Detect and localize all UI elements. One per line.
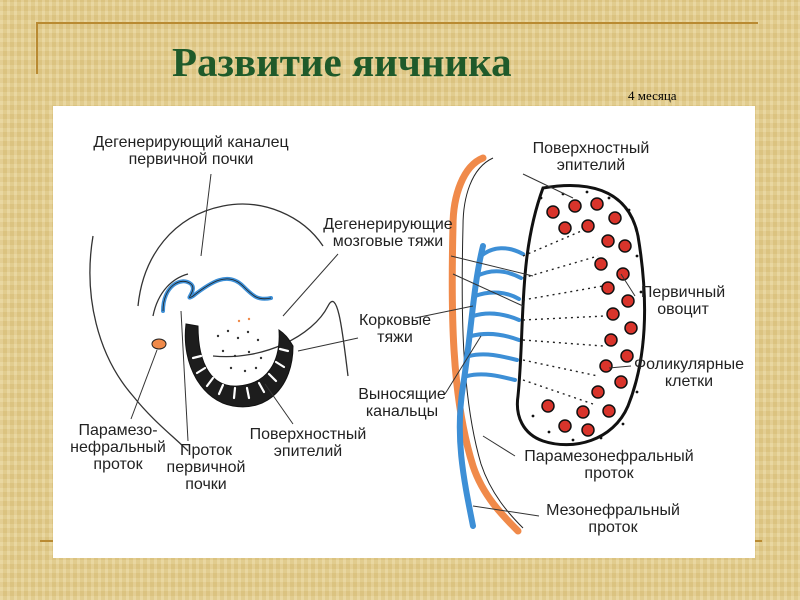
label-follicular-cells: Фоликулярные клетки [634,356,744,390]
ovary-development-diagram [89,154,647,535]
label-paramesonephric-duct-right: Парамезонефральный проток [524,448,694,482]
gonad-cup [184,323,294,408]
frame-left-line [36,22,38,74]
label-cortical-cords: Корковые тяжи [358,312,432,346]
degenerating-tubule-path [161,276,273,313]
leader-lines-left [130,173,359,442]
primary-oocytes [541,197,638,437]
mesentery-outline [137,203,324,307]
label-degenerating-medullary-cords: Дегенерирующие мозговые тяжи [323,216,453,250]
label-mesonephric-duct: Мезонефральный проток [546,502,680,536]
slide-subtitle: 4 месяца [628,88,677,103]
label-paramesonephric-duct-left: Парамезо- нефральный проток [70,422,166,473]
leader-lines-right [414,173,636,517]
label-primary-kidney-duct: Проток первичной почки [166,442,246,493]
diagram-panel: Дегенерирующий каналец первичной почки П… [53,106,755,558]
paramesonephric-duct-outline [461,157,524,529]
paramesonephric-duct-right [448,154,522,535]
left-cross-section [89,203,349,452]
cortical-cords-left [191,347,290,400]
mesonephric-duct-right [456,243,486,529]
inner-contour [212,300,349,377]
label-degenerating-tubule: Дегенерирующий каналец первичной почки [93,134,289,168]
paramesonephric-duct-cross-section [151,338,167,350]
label-surface-epithelium-right: Поверхностный эпителий [532,140,650,174]
label-primary-oocyte: Первичный овоцит [640,284,726,318]
body-wall-outline [89,235,189,452]
label-efferent-ductules: Выносящие канальцы [358,386,446,420]
slide-title: Развитие яичника [172,39,512,85]
degenerating-tubule-outline [162,278,272,312]
ovary-outline [515,184,647,447]
frame-top-line [36,22,758,24]
medullary-dots-left [216,317,263,373]
efferent-ductules [465,246,525,382]
medullary-rays [522,225,606,405]
label-surface-epithelium-left: Поверхностный эпителий [249,426,367,460]
gonad-ridge-outline [152,273,189,317]
